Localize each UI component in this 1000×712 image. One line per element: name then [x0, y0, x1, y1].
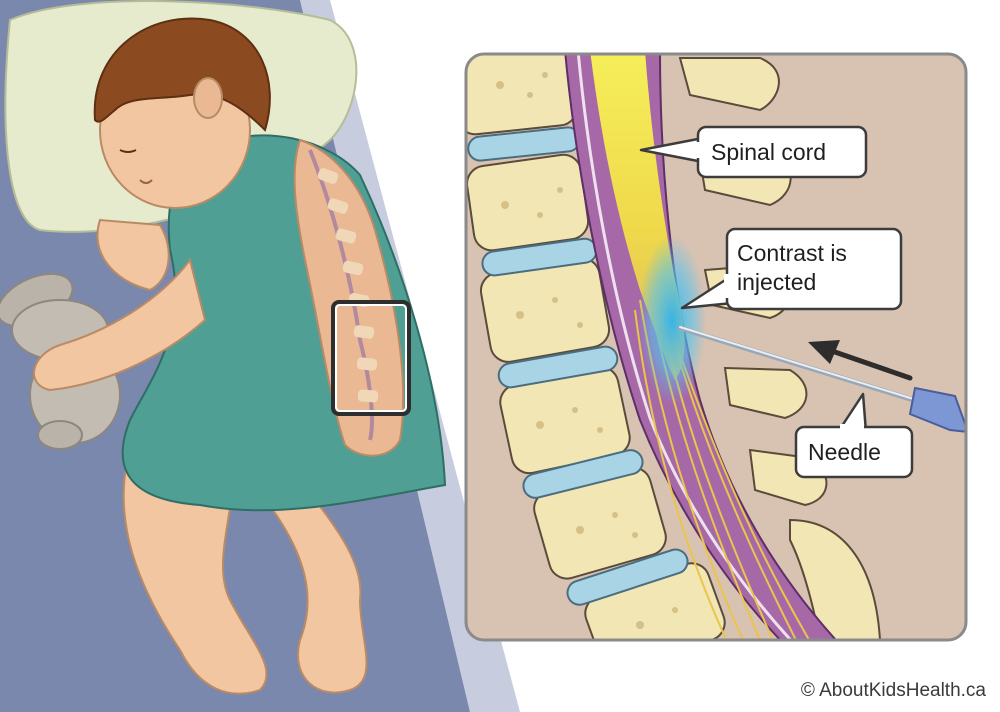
copyright-notice: © AboutKidsHealth.ca	[801, 680, 986, 702]
needle-label: Needle	[808, 439, 881, 465]
contrast-cloud	[638, 235, 706, 405]
contrast-label-line2: injected	[737, 269, 816, 295]
spinal-cord-label: Spinal cord	[711, 139, 826, 165]
contrast-label-line1: Contrast is	[737, 240, 847, 266]
